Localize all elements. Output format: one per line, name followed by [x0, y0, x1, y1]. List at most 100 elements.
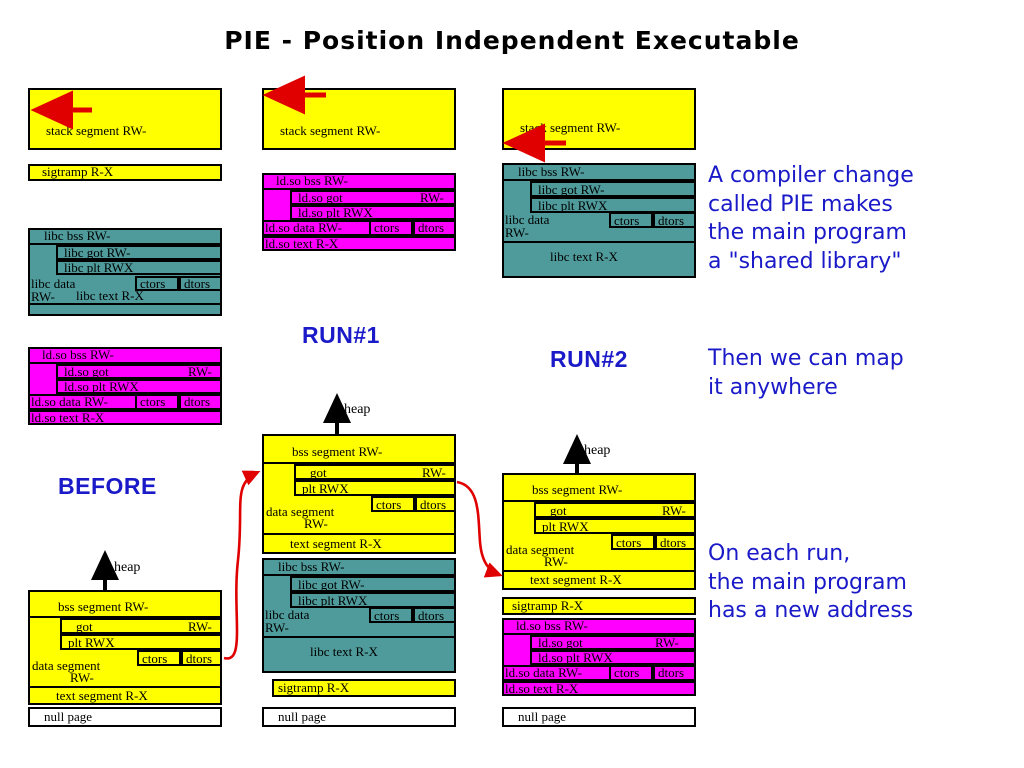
run2-null-page-label: null page [518, 709, 567, 724]
run2-ldso-plt-row [530, 650, 696, 665]
run1-got-row [294, 464, 456, 480]
note-compiler-change: A compiler change called PIE makes the m… [708, 163, 914, 274]
before-null-page-label: null page [44, 709, 93, 724]
run2-null-page-block [502, 707, 696, 727]
run2-data-label: data segment [506, 542, 575, 557]
run1-ldso-ctors-label: ctors [374, 220, 400, 235]
run2-sigtramp-label: sigtramp R-X [512, 598, 584, 613]
before-ctors-row [137, 650, 181, 666]
run1-dtors-label: dtors [420, 497, 446, 512]
run1-stack-label: stack segment RW- [280, 123, 381, 138]
run1-got-label: got [310, 465, 327, 480]
run2-ldso-got-perm-label: RW- [655, 635, 679, 650]
run1-ldso-plt-label: ld.so plt RWX [298, 205, 373, 220]
before-libc-dtors-label: dtors [184, 276, 210, 291]
run1-ldso-dtors-label: dtors [418, 220, 444, 235]
run2-ldso-got-row [530, 635, 696, 650]
run2-ldso-got-label: ld.so got [538, 635, 583, 650]
relocation-arrow-before-to-run1 [223, 470, 261, 660]
before-bss-label: bss segment RW- [58, 599, 149, 614]
run1-column-label: RUN#1 [302, 322, 380, 348]
run2-libc-dtors-row [653, 212, 696, 228]
run1-got-perm-label: RW- [422, 465, 446, 480]
note-new-address: On each run, the main program has a new … [708, 541, 914, 624]
before-plt-label: plt RWX [68, 635, 115, 650]
run1-libc-data-label: libc data [265, 607, 310, 622]
run1-ldso-got-label: ld.so got [298, 190, 343, 205]
run2-ldso-dtors-label: dtors [658, 665, 684, 680]
run1-ctors-row [371, 496, 415, 512]
before-ldso-dtors-label: dtors [184, 394, 210, 409]
before-libc-dtors-row [179, 276, 222, 291]
before-heap-label: heap [114, 560, 141, 575]
run1-heap-label: heap [344, 402, 371, 417]
run2-stack-block [502, 88, 696, 150]
run2-ctors-label: ctors [616, 535, 642, 550]
run1-libc-data-perm-label: RW- [265, 620, 289, 635]
run1-data-perm-label: RW- [304, 516, 328, 531]
run1-libc-bss-row [262, 558, 456, 576]
relocation-arrow-run1-to-run2 [456, 480, 503, 578]
before-text-row [28, 686, 222, 705]
before-got-perm-label: RW- [188, 619, 212, 634]
run2-ldso-bss-label: ld.so bss RW- [516, 618, 588, 633]
run2-libc-ctors-label: ctors [614, 213, 640, 228]
run1-ldso-text-label: ld.so text R-X [265, 236, 339, 251]
run1-ldso-ctors-row [369, 220, 413, 236]
before-text-label: text segment R-X [56, 688, 148, 703]
run2-ldso-bss-row [502, 618, 696, 635]
run1-text-label: text segment R-X [290, 536, 382, 551]
run1-plt-label: plt RWX [302, 481, 349, 496]
run1-libc-ctors-row [369, 607, 413, 623]
run1-ldso-got-perm-label: RW- [420, 190, 444, 205]
before-ldso-dtors-row [179, 394, 222, 410]
run2-libc-got-label: libc got RW- [538, 182, 605, 197]
run2-plt-row [534, 518, 696, 534]
run1-sigtramp-block [272, 679, 456, 697]
before-libc-text-row [28, 303, 222, 305]
before-libc-ctors-label: ctors [140, 276, 166, 291]
before-ldso-bss-label: ld.so bss RW- [42, 347, 114, 362]
before-ldso-data-label: ld.so data RW- [31, 394, 108, 409]
before-ctors-label: ctors [142, 651, 168, 666]
run2-ldso-data-label: ld.so data RW- [505, 665, 582, 680]
before-got-row [60, 618, 222, 634]
run2-ldso-text-label: ld.so text R-X [505, 681, 579, 696]
before-data-label: data segment [32, 658, 101, 673]
run2-libc-dtors-label: dtors [658, 213, 684, 228]
before-got-label: got [76, 619, 93, 634]
run1-plt-row [294, 480, 456, 496]
before-dtors-label: dtors [186, 651, 212, 666]
run1-ldso-dtors-row [413, 220, 456, 236]
run1-libc-plt-label: libc plt RWX [298, 593, 368, 608]
before-ldso-text-row [28, 410, 222, 425]
run2-column-label: RUN#2 [550, 346, 628, 372]
before-ldso-text-label: ld.so text R-X [31, 410, 105, 425]
run1-libc-dtors-label: dtors [418, 608, 444, 623]
run2-bss-label: bss segment RW- [532, 482, 623, 497]
run1-libc-got-row [290, 576, 456, 592]
before-bss-row [28, 590, 222, 618]
run1-text-row [262, 533, 456, 554]
run1-ldso-bss-row [262, 173, 456, 190]
run2-bss-row [502, 473, 696, 502]
run1-ctors-label: ctors [376, 497, 402, 512]
before-dtors-row [181, 650, 222, 666]
run2-sigtramp-block [502, 597, 696, 615]
run1-null-page-label: null page [278, 709, 327, 724]
run2-got-perm-label: RW- [662, 503, 686, 518]
run2-libc-bss-label: libc bss RW- [518, 164, 585, 179]
before-libc-got-row [56, 245, 222, 260]
before-ldso-bss-row [28, 347, 222, 364]
run2-ldso-ctors-label: ctors [614, 665, 640, 680]
run2-got-row [534, 502, 696, 518]
run2-libc-data-perm-label: RW- [505, 225, 529, 240]
run2-libc-ctors-row [609, 212, 653, 228]
run1-data-label: data segment [266, 504, 335, 519]
run1-stack-block [262, 88, 456, 150]
run2-libc-bss-row [502, 163, 696, 181]
before-sigtramp-label: sigtramp R-X [42, 164, 114, 179]
before-sigtramp-block [28, 164, 222, 181]
run2-libc-text-divider [502, 241, 696, 243]
run2-data-perm-label: RW- [544, 554, 568, 569]
